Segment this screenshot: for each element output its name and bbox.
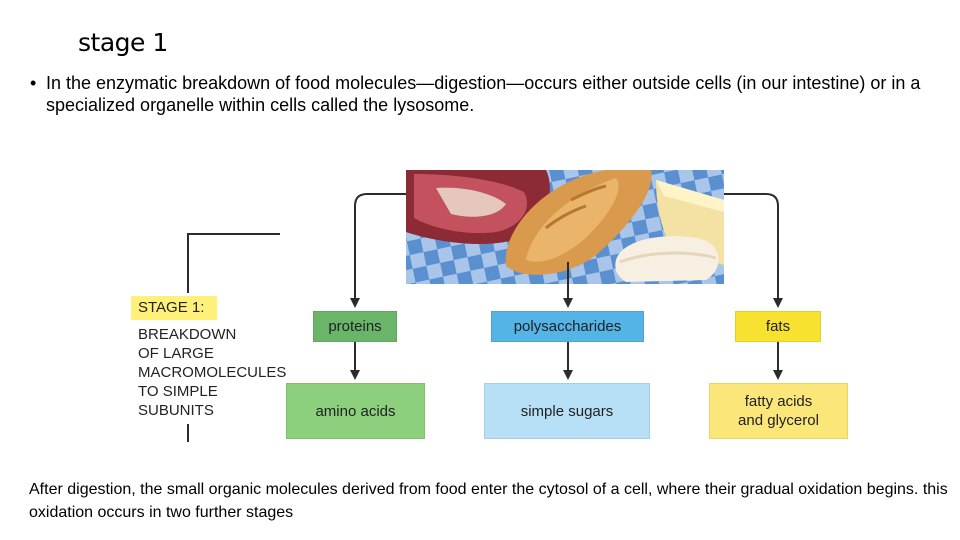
stage-description-line: SUBUNITS [138, 402, 214, 419]
fatty-acids-glycerol-box: fatty acids and glycerol [709, 383, 848, 439]
polysaccharides-box: polysaccharides [491, 311, 644, 342]
simple-sugars-box: simple sugars [484, 383, 650, 439]
stage-description-line: MACROMOLECULES [138, 364, 287, 381]
slide-title: stage 1 [78, 28, 168, 57]
stage-description-line: TO SIMPLE [138, 383, 218, 400]
stage-description-line: OF LARGE [138, 345, 214, 362]
food-illustration [406, 170, 724, 284]
stage-description: BREAKDOWN OF LARGE MACROMOLECULES TO SIM… [138, 325, 288, 420]
stage-description-line: BREAKDOWN [138, 326, 237, 343]
proteins-box: proteins [313, 311, 397, 342]
bullet-marker: • [30, 73, 37, 93]
stage-label: STAGE 1: [131, 296, 217, 320]
footer-text: After digestion, the small organic molec… [29, 481, 948, 521]
bullet-text: In the enzymatic breakdown of food molec… [46, 73, 921, 115]
bullet-point: • In the enzymatic breakdown of food mol… [30, 72, 930, 116]
amino-acids-box: amino acids [286, 383, 425, 439]
fats-box: fats [735, 311, 821, 342]
